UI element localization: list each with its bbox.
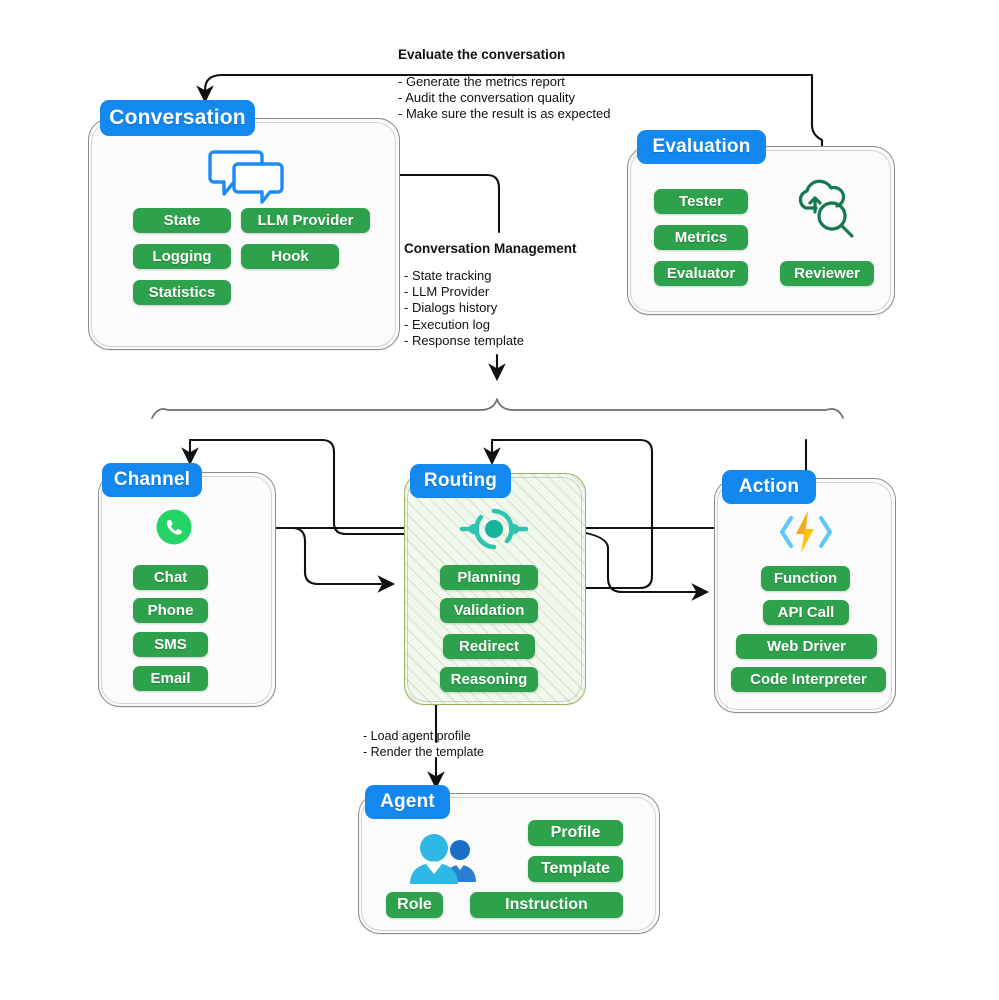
- chat-bubbles-icon: [208, 146, 286, 209]
- pill-code-interpreter[interactable]: Code Interpreter: [731, 667, 886, 692]
- pill-phone[interactable]: Phone: [133, 598, 208, 623]
- lightning-bolt-code-icon: [777, 508, 835, 561]
- agent-title-chip: Agent: [365, 785, 450, 819]
- pill-api-call[interactable]: API Call: [763, 600, 849, 625]
- pill-validation[interactable]: Validation: [440, 598, 538, 623]
- note-cm-line: - Dialogs history: [404, 300, 498, 316]
- note-cm-line: - State tracking: [404, 268, 492, 283]
- channel-title-chip: Channel: [102, 463, 202, 497]
- pill-function[interactable]: Function: [761, 566, 850, 591]
- pill-web-driver[interactable]: Web Driver: [736, 634, 877, 659]
- note-cm-line: - Execution log: [404, 316, 490, 332]
- note-evaluate-line: - Make sure the result is as expected: [398, 106, 611, 122]
- note-agent-line: - Render the template: [363, 745, 484, 759]
- pill-llm-provider[interactable]: LLM Provider: [241, 208, 370, 233]
- pill-profile[interactable]: Profile: [528, 820, 623, 846]
- whatsapp-icon: [155, 508, 193, 551]
- routing-title-chip: Routing: [410, 464, 511, 498]
- cloud-upload-magnifier-icon: [794, 178, 860, 245]
- pill-email[interactable]: Email: [133, 666, 208, 691]
- users-icon: [408, 832, 480, 893]
- note-cm-line: - LLM Provider: [404, 284, 490, 300]
- pill-statistics[interactable]: Statistics: [133, 280, 231, 305]
- note-cm-line: - Response template: [404, 332, 524, 348]
- pill-metrics[interactable]: Metrics: [654, 225, 748, 250]
- conversation-title-chip: Conversation: [100, 100, 255, 136]
- pill-logging[interactable]: Logging: [133, 244, 231, 269]
- note-evaluate-line: - Audit the conversation quality: [398, 90, 576, 106]
- pill-state[interactable]: State: [133, 208, 231, 233]
- pill-reviewer[interactable]: Reviewer: [780, 261, 874, 286]
- note-evaluate-heading: Evaluate the conversation: [398, 47, 566, 62]
- pill-sms[interactable]: SMS: [133, 632, 208, 657]
- pill-hook[interactable]: Hook: [241, 244, 339, 269]
- note-conversation-management: Conversation Management - State tracking…: [404, 240, 577, 349]
- note-cm-heading: Conversation Management: [404, 241, 577, 256]
- note-agent: - Load agent profile - Render the templa…: [363, 728, 484, 760]
- pill-tester[interactable]: Tester: [654, 189, 748, 214]
- note-evaluate: Evaluate the conversation - Generate the…: [398, 46, 610, 123]
- evaluation-title-chip: Evaluation: [637, 130, 766, 164]
- pill-planning[interactable]: Planning: [440, 565, 538, 590]
- note-agent-line: - Load agent profile: [363, 729, 471, 743]
- pill-reasoning[interactable]: Reasoning: [440, 667, 538, 692]
- pill-template[interactable]: Template: [528, 856, 623, 882]
- action-title-chip: Action: [722, 470, 816, 504]
- pill-role[interactable]: Role: [386, 892, 443, 918]
- routing-node-icon: [458, 505, 530, 558]
- pill-evaluator[interactable]: Evaluator: [654, 261, 748, 286]
- note-evaluate-line: - Generate the metrics report: [398, 74, 565, 89]
- pill-chat[interactable]: Chat: [133, 565, 208, 590]
- pill-instruction[interactable]: Instruction: [470, 892, 623, 918]
- pill-redirect[interactable]: Redirect: [443, 634, 535, 659]
